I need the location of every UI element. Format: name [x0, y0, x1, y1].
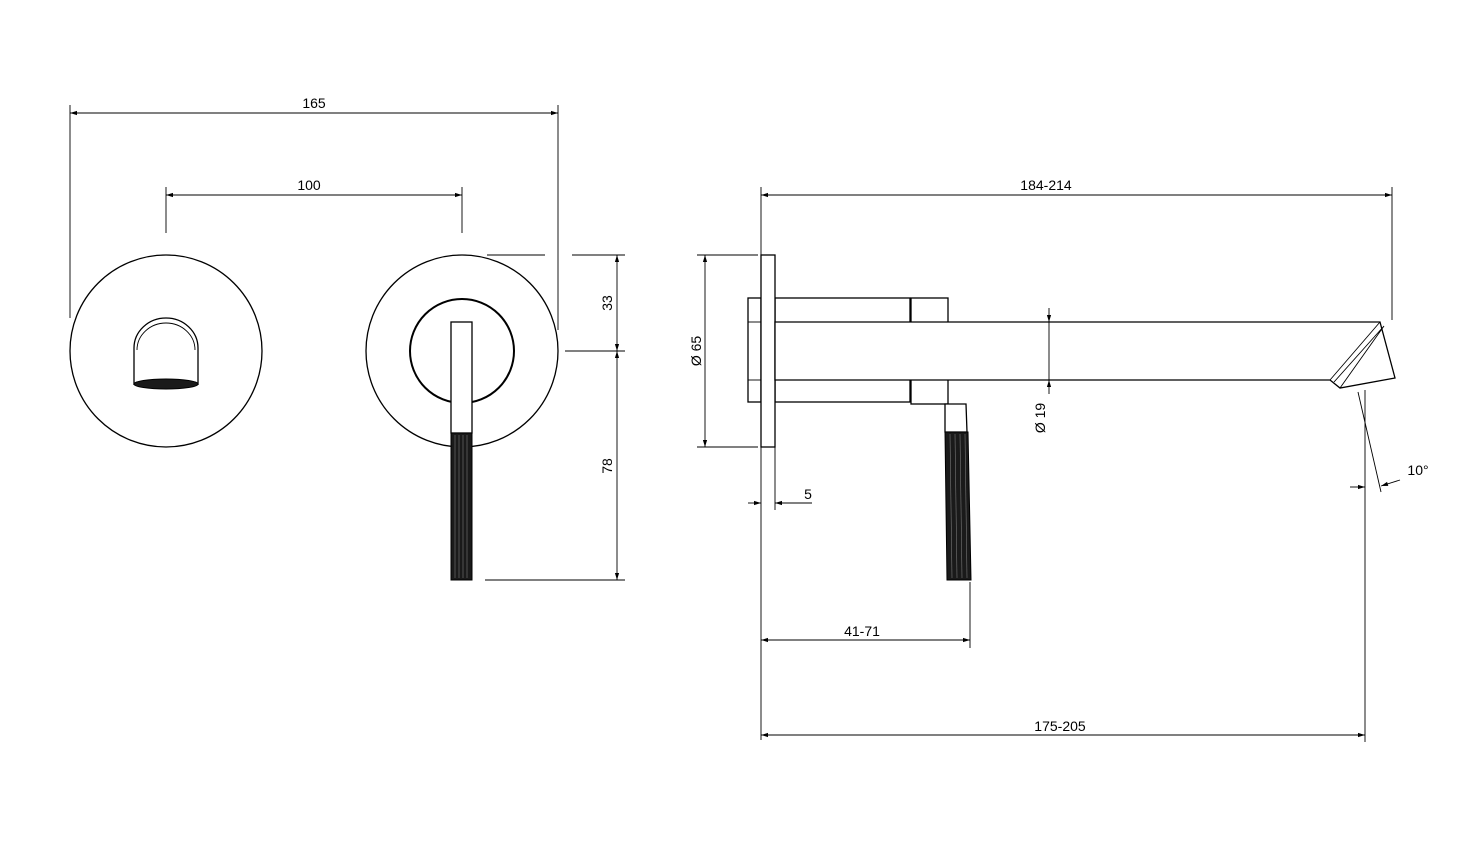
dimension-lever-distance: 41-71: [761, 582, 971, 648]
dimension-label: Ø 65: [688, 336, 704, 367]
dimension-projection: 184-214: [760, 177, 1393, 320]
dimension-label: 41-71: [844, 623, 880, 639]
dimension-label: 175-205: [1034, 718, 1086, 734]
wall-plate: [760, 254, 776, 448]
dimension-label: 5: [804, 486, 812, 502]
lever-knurled-grip: [450, 432, 473, 581]
dimension-label: 165: [302, 95, 326, 111]
spout-escutcheon-plate: [69, 254, 263, 448]
spout-aerator: [133, 378, 199, 390]
dimension-outlet-angle: 10°: [1350, 391, 1429, 493]
wall-flange: [747, 297, 762, 403]
dimension-plate-thickness: 5: [748, 447, 812, 740]
dimension-vertical-front: 33 78: [485, 254, 625, 581]
dimension-label: 78: [599, 458, 615, 474]
dimension-overall-width: 165: [69, 95, 559, 330]
dimension-label: Ø 19: [1032, 403, 1048, 434]
dimension-label: 184-214: [1020, 177, 1072, 193]
dimension-outlet-distance: 175-205: [761, 390, 1366, 742]
mixer-front-view: [365, 254, 559, 581]
dimension-label: 33: [599, 295, 615, 311]
dimension-label: 100: [297, 177, 321, 193]
dimension-label: 10°: [1407, 462, 1428, 478]
spout-front-view: [69, 254, 263, 448]
side-lever-grip: [944, 431, 972, 581]
dimension-spout-diameter: Ø 19: [1032, 308, 1052, 434]
side-lever-upper: [944, 403, 968, 433]
lever-upper: [450, 321, 473, 434]
dimension-center-distance: 100: [165, 177, 463, 233]
side-view: [747, 254, 1396, 581]
spout-pipe: [774, 321, 1396, 389]
spout-body: [133, 317, 199, 385]
dimension-plate-diameter: Ø 65: [688, 254, 758, 448]
